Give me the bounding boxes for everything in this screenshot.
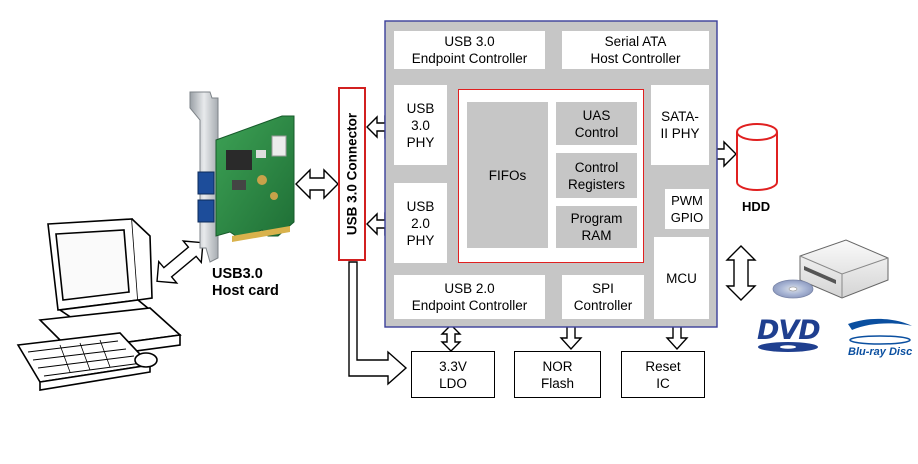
hdd-icon — [736, 123, 778, 191]
host-card-illustration — [189, 91, 295, 263]
usb2-endpoint-controller: USB 2.0 Endpoint Controller — [394, 275, 545, 319]
optical-drive-illustration — [772, 239, 889, 299]
usb3-connector-label: USB 3.0 Connector — [344, 112, 360, 236]
hdd-label: HDD — [742, 199, 771, 214]
nor-flash: NOR Flash — [514, 351, 601, 398]
spi-controller: SPI Controller — [562, 275, 644, 319]
bluray-logo — [848, 318, 912, 345]
reset-ic: Reset IC — [621, 351, 705, 398]
dvd-label: DVD — [757, 315, 821, 346]
usb3-connector: USB 3.0 Connector — [338, 87, 366, 261]
program-ram-block: Program RAM — [556, 206, 637, 248]
usb2-phy: USB 2.0 PHY — [394, 183, 447, 263]
bluray-label: Blu-ray Disc — [848, 346, 913, 358]
pwm-gpio: PWM GPIO — [665, 189, 709, 229]
host-card-label: USB3.0 Host card — [212, 266, 279, 299]
uas-control-block: UAS Control — [556, 102, 637, 145]
usb3-endpoint-controller: USB 3.0 Endpoint Controller — [394, 31, 545, 69]
usb3-phy: USB 3.0 PHY — [394, 85, 447, 165]
desktop-computer-illustration — [16, 218, 182, 391]
sata-host-controller: Serial ATA Host Controller — [562, 31, 709, 69]
fifos-block: FIFOs — [467, 102, 548, 248]
ldo-regulator: 3.3V LDO — [411, 351, 495, 398]
sata-phy: SATA- II PHY — [651, 85, 709, 165]
mcu: MCU — [654, 237, 709, 319]
control-registers-block: Control Registers — [556, 153, 637, 198]
dvd-logo — [758, 342, 818, 352]
